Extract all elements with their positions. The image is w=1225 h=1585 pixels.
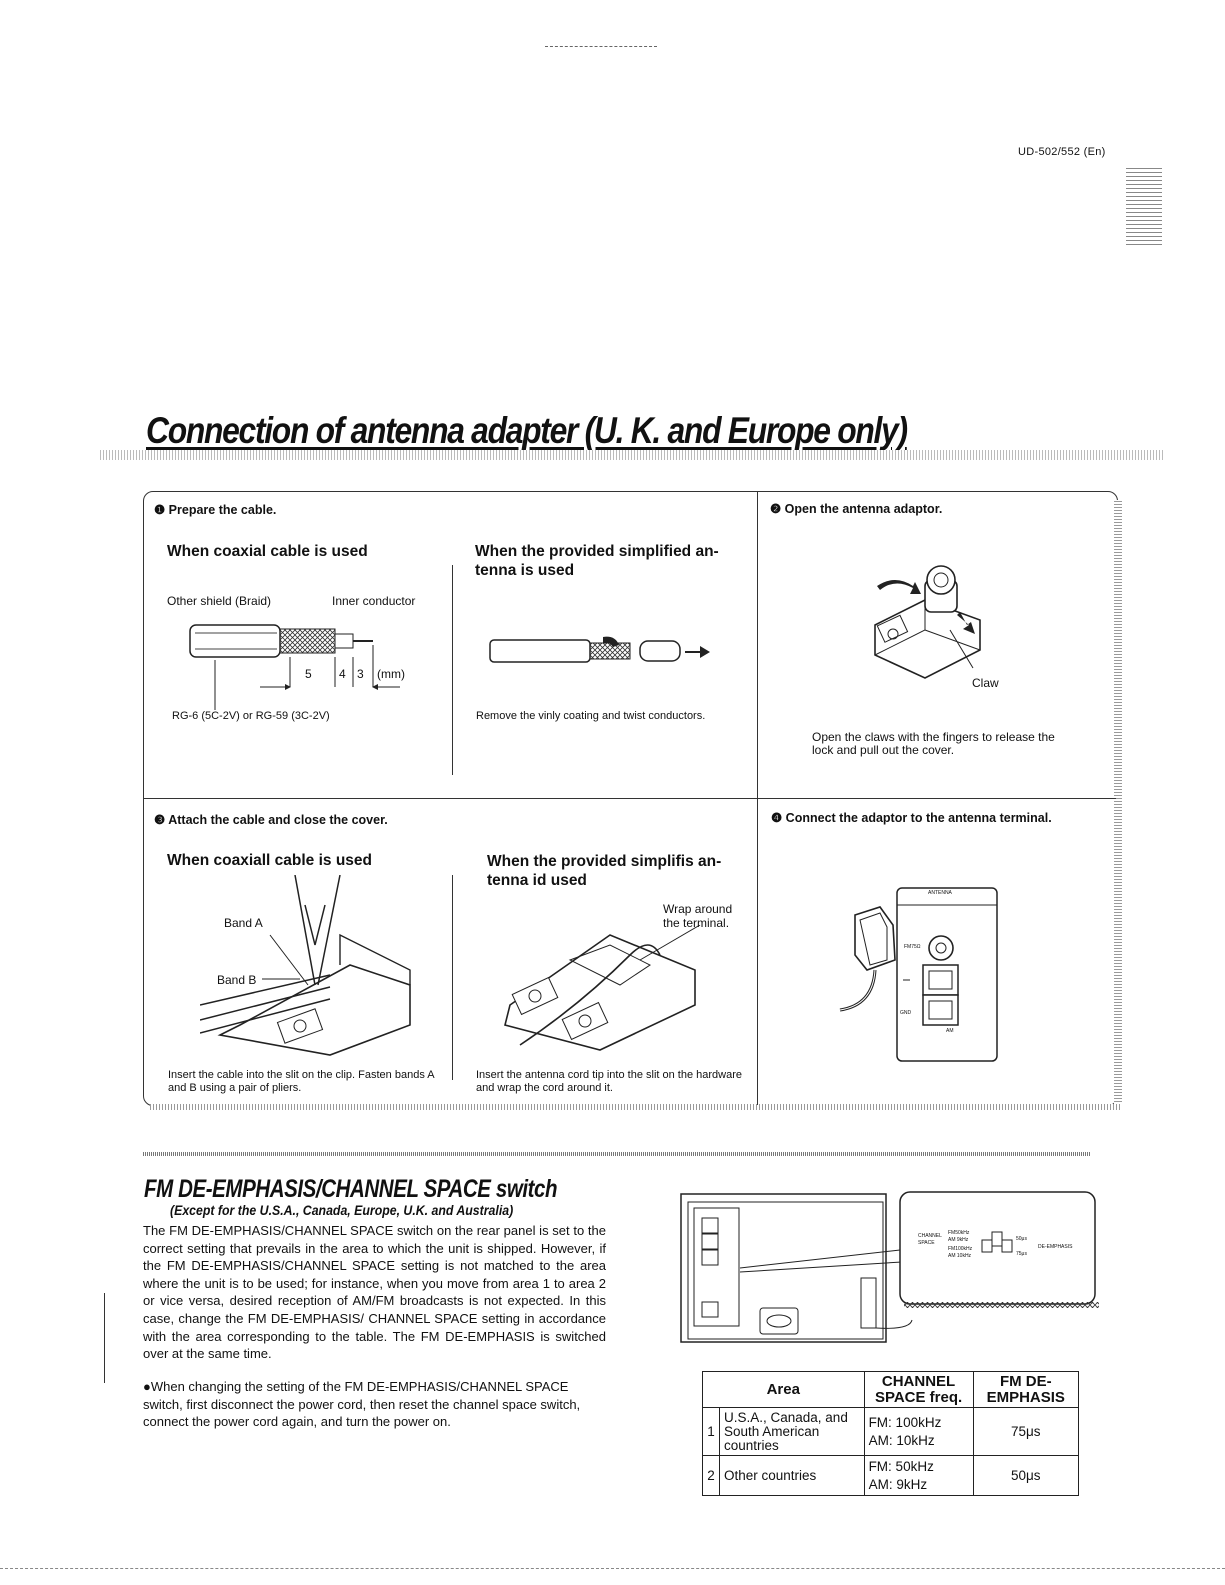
step3-coax-title: When coaxiall cable is used [167, 852, 373, 869]
coax-cable-diagram [189, 624, 400, 710]
label-inner-conductor: Inner conductor [332, 594, 416, 608]
step1-heading: ❶ Prepare the cable. [154, 503, 277, 517]
fm-terminal-label: FM75Ω [904, 944, 921, 950]
step2-caption: Open the claws with the fingers to relea… [812, 730, 1055, 757]
margin-mark [104, 1293, 105, 1383]
step2-heading: ❷ Open the antenna adaptor. [770, 502, 943, 516]
step1-simple-title: When the provided simplified an-tenna is… [475, 543, 719, 579]
row-area: Other countries [719, 1455, 865, 1496]
label-outer-shield: Other shield (Braid) [167, 594, 272, 608]
dim-unit: (mm) [377, 667, 405, 681]
rear-panel-diagram [680, 1191, 1099, 1343]
dim-5: 5 [305, 667, 312, 681]
panel-divider-horizontal [144, 798, 1116, 799]
section-separator [143, 1152, 1091, 1156]
antenna-label: ANTENNA [928, 890, 952, 896]
column-divider-bottom [452, 875, 453, 1080]
area-table: Area CHANNEL SPACE freq. FM DE-EMPHASIS … [702, 1371, 1080, 1496]
step3-simple-caption: Insert the antenna cord tip into the sli… [476, 1069, 742, 1094]
row-area: U.S.A., Canada, and South American count… [719, 1407, 865, 1456]
panel-shadow-right [1114, 500, 1122, 1108]
table-row: 1 U.S.A., Canada, and South American cou… [702, 1407, 1080, 1456]
table-header-channel: CHANNEL SPACE freq. [863, 1371, 974, 1408]
bottom-scan-line [0, 1568, 1225, 1570]
table-header-fm: FM DE-EMPHASIS [972, 1371, 1080, 1408]
dim-4: 4 [339, 667, 346, 681]
switch-75us-label: 75μs [1016, 1251, 1027, 1257]
step3-coax-caption: Insert the cable into the slit on the cl… [168, 1069, 434, 1094]
switch-deemphasis-label: DE-EMPHASIS [1038, 1244, 1073, 1250]
table-header-area: Area [702, 1371, 865, 1408]
wrap-label: Wrap around the terminal. [663, 902, 733, 930]
claw-label: Claw [972, 676, 999, 690]
model-number: UD-502/552 (En) [1018, 146, 1106, 158]
simplified-antenna-diagram [489, 636, 710, 663]
top-scan-mark [545, 46, 657, 48]
row-number: 2 [702, 1455, 720, 1496]
step4-heading: ❹ Connect the adaptor to the antenna ter… [771, 811, 1052, 825]
column-divider-top [452, 565, 453, 775]
step1-coax-title: When coaxial cable is used [167, 543, 368, 560]
panel-shadow-bottom [150, 1104, 1122, 1110]
am-terminal-label: AM [946, 1028, 954, 1034]
fm-section-title: FM DE-EMPHASIS/CHANNEL SPACE switch [144, 1175, 558, 1203]
band-a-label: Band A [224, 916, 263, 930]
switch-50us-label: 50μs [1016, 1236, 1027, 1242]
step3-simple-title: When the provided simplifis an-tenna id … [487, 853, 722, 889]
dim-3: 3 [357, 667, 364, 681]
fm-section-body: The FM DE-EMPHASIS/CHANNEL SPACE switch … [143, 1223, 606, 1362]
fm-section-note: ●When changing the setting of the FM DE-… [143, 1379, 581, 1430]
title-rule [100, 450, 1165, 460]
corner-scan-mark [1126, 165, 1162, 245]
row-number: 1 [702, 1407, 720, 1456]
page-title: Connection of antenna adapter (U. K. and… [146, 410, 908, 451]
antenna-terminal-diagram [839, 887, 998, 1062]
step1-simple-caption: Remove the vinly coating and twist condu… [476, 710, 706, 722]
fm-section-subtitle: (Except for the U.S.A., Canada, Europe, … [170, 1202, 514, 1218]
cable-types: RG-6 (5C-2V) or RG-59 (3C-2V) [172, 710, 330, 722]
row-deemphasis: 75μs [972, 1407, 1080, 1456]
antenna-adaptor-open-diagram [874, 565, 981, 679]
band-b-label: Band B [217, 973, 257, 987]
step3-heading: ❸ Attach the cable and close the cover. [154, 813, 388, 827]
simplified-attach-diagram [504, 925, 701, 1051]
gnd-terminal-label: GND [900, 1010, 912, 1016]
coax-attach-diagram [200, 875, 411, 1056]
row-deemphasis: 50μs [972, 1455, 1080, 1496]
